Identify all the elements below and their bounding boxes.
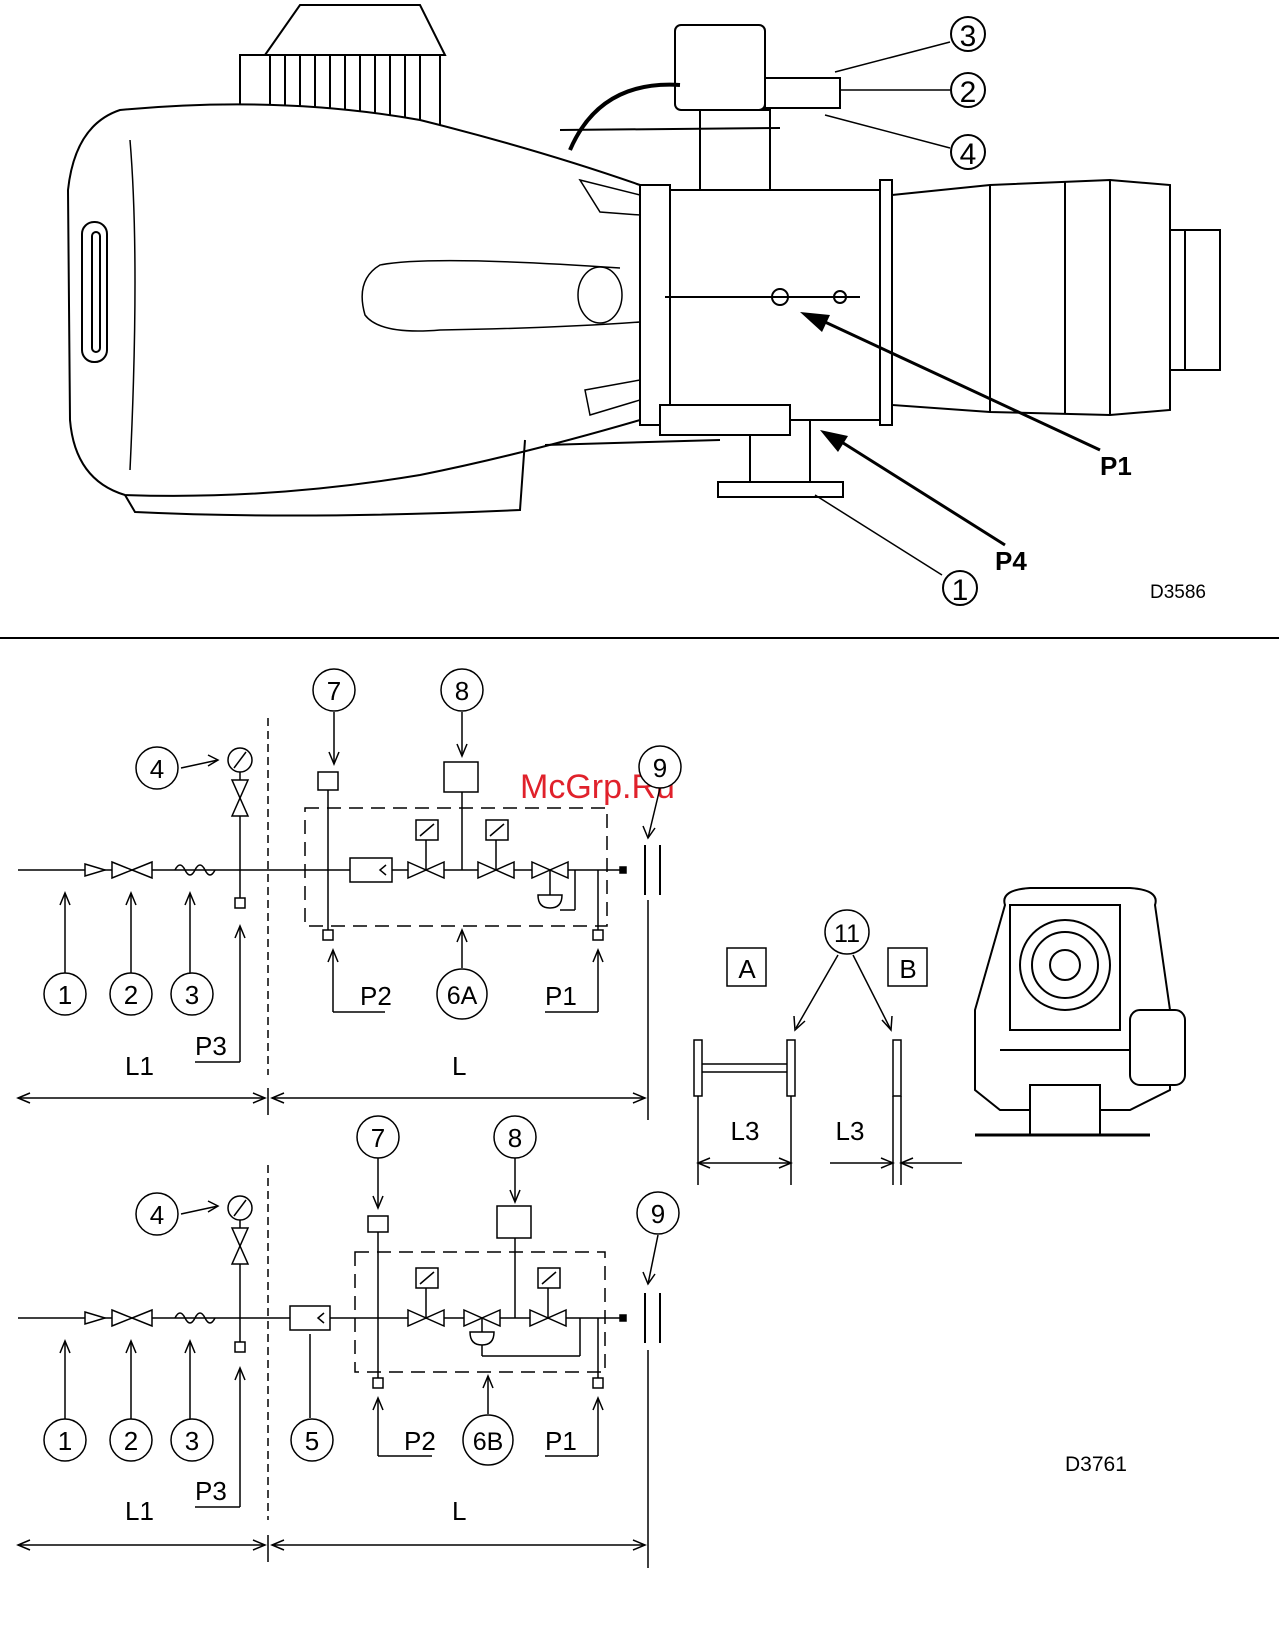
train-b-group-6b: 6B <box>463 1415 513 1465</box>
train-b-callout-8: 8 <box>494 1116 536 1158</box>
train-b-callout-7: 7 <box>357 1116 399 1158</box>
svg-text:3: 3 <box>185 980 199 1010</box>
svg-text:7: 7 <box>327 676 341 706</box>
pressure-label-p4-top: P4 <box>995 546 1027 576</box>
train-a-group-6a: 6A <box>437 969 487 1019</box>
svg-text:4: 4 <box>960 138 977 171</box>
svg-text:3: 3 <box>185 1426 199 1456</box>
adapter-callout-11: 11 <box>825 910 869 954</box>
train-b-callout-5: 5 <box>291 1419 333 1461</box>
svg-text:8: 8 <box>455 676 469 706</box>
train-a-callout-9: 9 <box>639 746 681 788</box>
train-a-callout-3: 3 <box>171 973 213 1015</box>
svg-text:11: 11 <box>834 920 860 948</box>
train-a-l: L <box>452 1051 466 1081</box>
train-b-p1: P1 <box>545 1426 577 1456</box>
adapter-a-length: L3 <box>731 1116 760 1146</box>
servomotor <box>675 25 765 110</box>
svg-text:2: 2 <box>124 1426 138 1456</box>
svg-text:6B: 6B <box>473 1428 504 1456</box>
combustion-head <box>892 180 1170 415</box>
train-b-l: L <box>452 1496 466 1526</box>
svg-text:1: 1 <box>58 1426 72 1456</box>
train-b-callout-2: 2 <box>110 1419 152 1461</box>
train-b-callout-3: 3 <box>171 1419 213 1461</box>
train-a-callout-2: 2 <box>110 973 152 1015</box>
svg-text:3: 3 <box>960 20 977 53</box>
train-b-callout-1: 1 <box>44 1419 86 1461</box>
train-b-p3: P3 <box>195 1476 227 1506</box>
svg-text:6A: 6A <box>447 982 478 1010</box>
train-a-l1: L1 <box>125 1051 154 1081</box>
top-callout-3: 3 <box>951 17 985 53</box>
burner-flange <box>640 185 670 425</box>
svg-text:5: 5 <box>305 1426 319 1456</box>
svg-text:9: 9 <box>653 753 667 783</box>
burner-side-view <box>68 5 1220 516</box>
svg-text:1: 1 <box>952 574 969 607</box>
adapter-b-length: L3 <box>836 1116 865 1146</box>
train-a-p3: P3 <box>195 1031 227 1061</box>
train-a-callout-4: 4 <box>136 747 178 789</box>
svg-text:1: 1 <box>58 980 72 1010</box>
train-b-callout-9: 9 <box>637 1192 679 1234</box>
top-callout-1: 1 <box>943 571 977 607</box>
train-a-callout-1: 1 <box>44 973 86 1015</box>
svg-text:9: 9 <box>651 1199 665 1229</box>
adapter-box-b: B <box>899 954 916 984</box>
gas-train-b <box>18 1158 660 1568</box>
svg-text:2: 2 <box>124 980 138 1010</box>
train-a-callout-8: 8 <box>441 669 483 711</box>
svg-text:4: 4 <box>150 1200 164 1230</box>
figure-code-top: D3586 <box>1150 582 1206 603</box>
train-a-p1: P1 <box>545 981 577 1011</box>
train-b-callout-4: 4 <box>136 1193 178 1235</box>
burner-front-view <box>975 888 1185 1135</box>
gas-inlet-flange <box>718 482 843 497</box>
train-b-l1: L1 <box>125 1496 154 1526</box>
top-callout-2: 2 <box>951 73 985 109</box>
svg-text:4: 4 <box>150 754 164 784</box>
svg-text:8: 8 <box>508 1123 522 1153</box>
top-callout-4: 4 <box>951 135 985 171</box>
burner-cover <box>68 104 660 495</box>
pressure-label-p1-top: P1 <box>1100 451 1132 481</box>
adapter-box-a: A <box>738 954 756 984</box>
train-a-p2: P2 <box>360 981 392 1011</box>
adapter-diagram <box>694 948 962 1185</box>
svg-text:2: 2 <box>960 76 977 109</box>
train-a-callout-7: 7 <box>313 669 355 711</box>
motor-housing <box>265 5 445 55</box>
svg-text:7: 7 <box>371 1123 385 1153</box>
figure-code-bottom: D3761 <box>1065 1453 1127 1476</box>
blast-tube <box>670 190 880 420</box>
train-b-p2: P2 <box>404 1426 436 1456</box>
